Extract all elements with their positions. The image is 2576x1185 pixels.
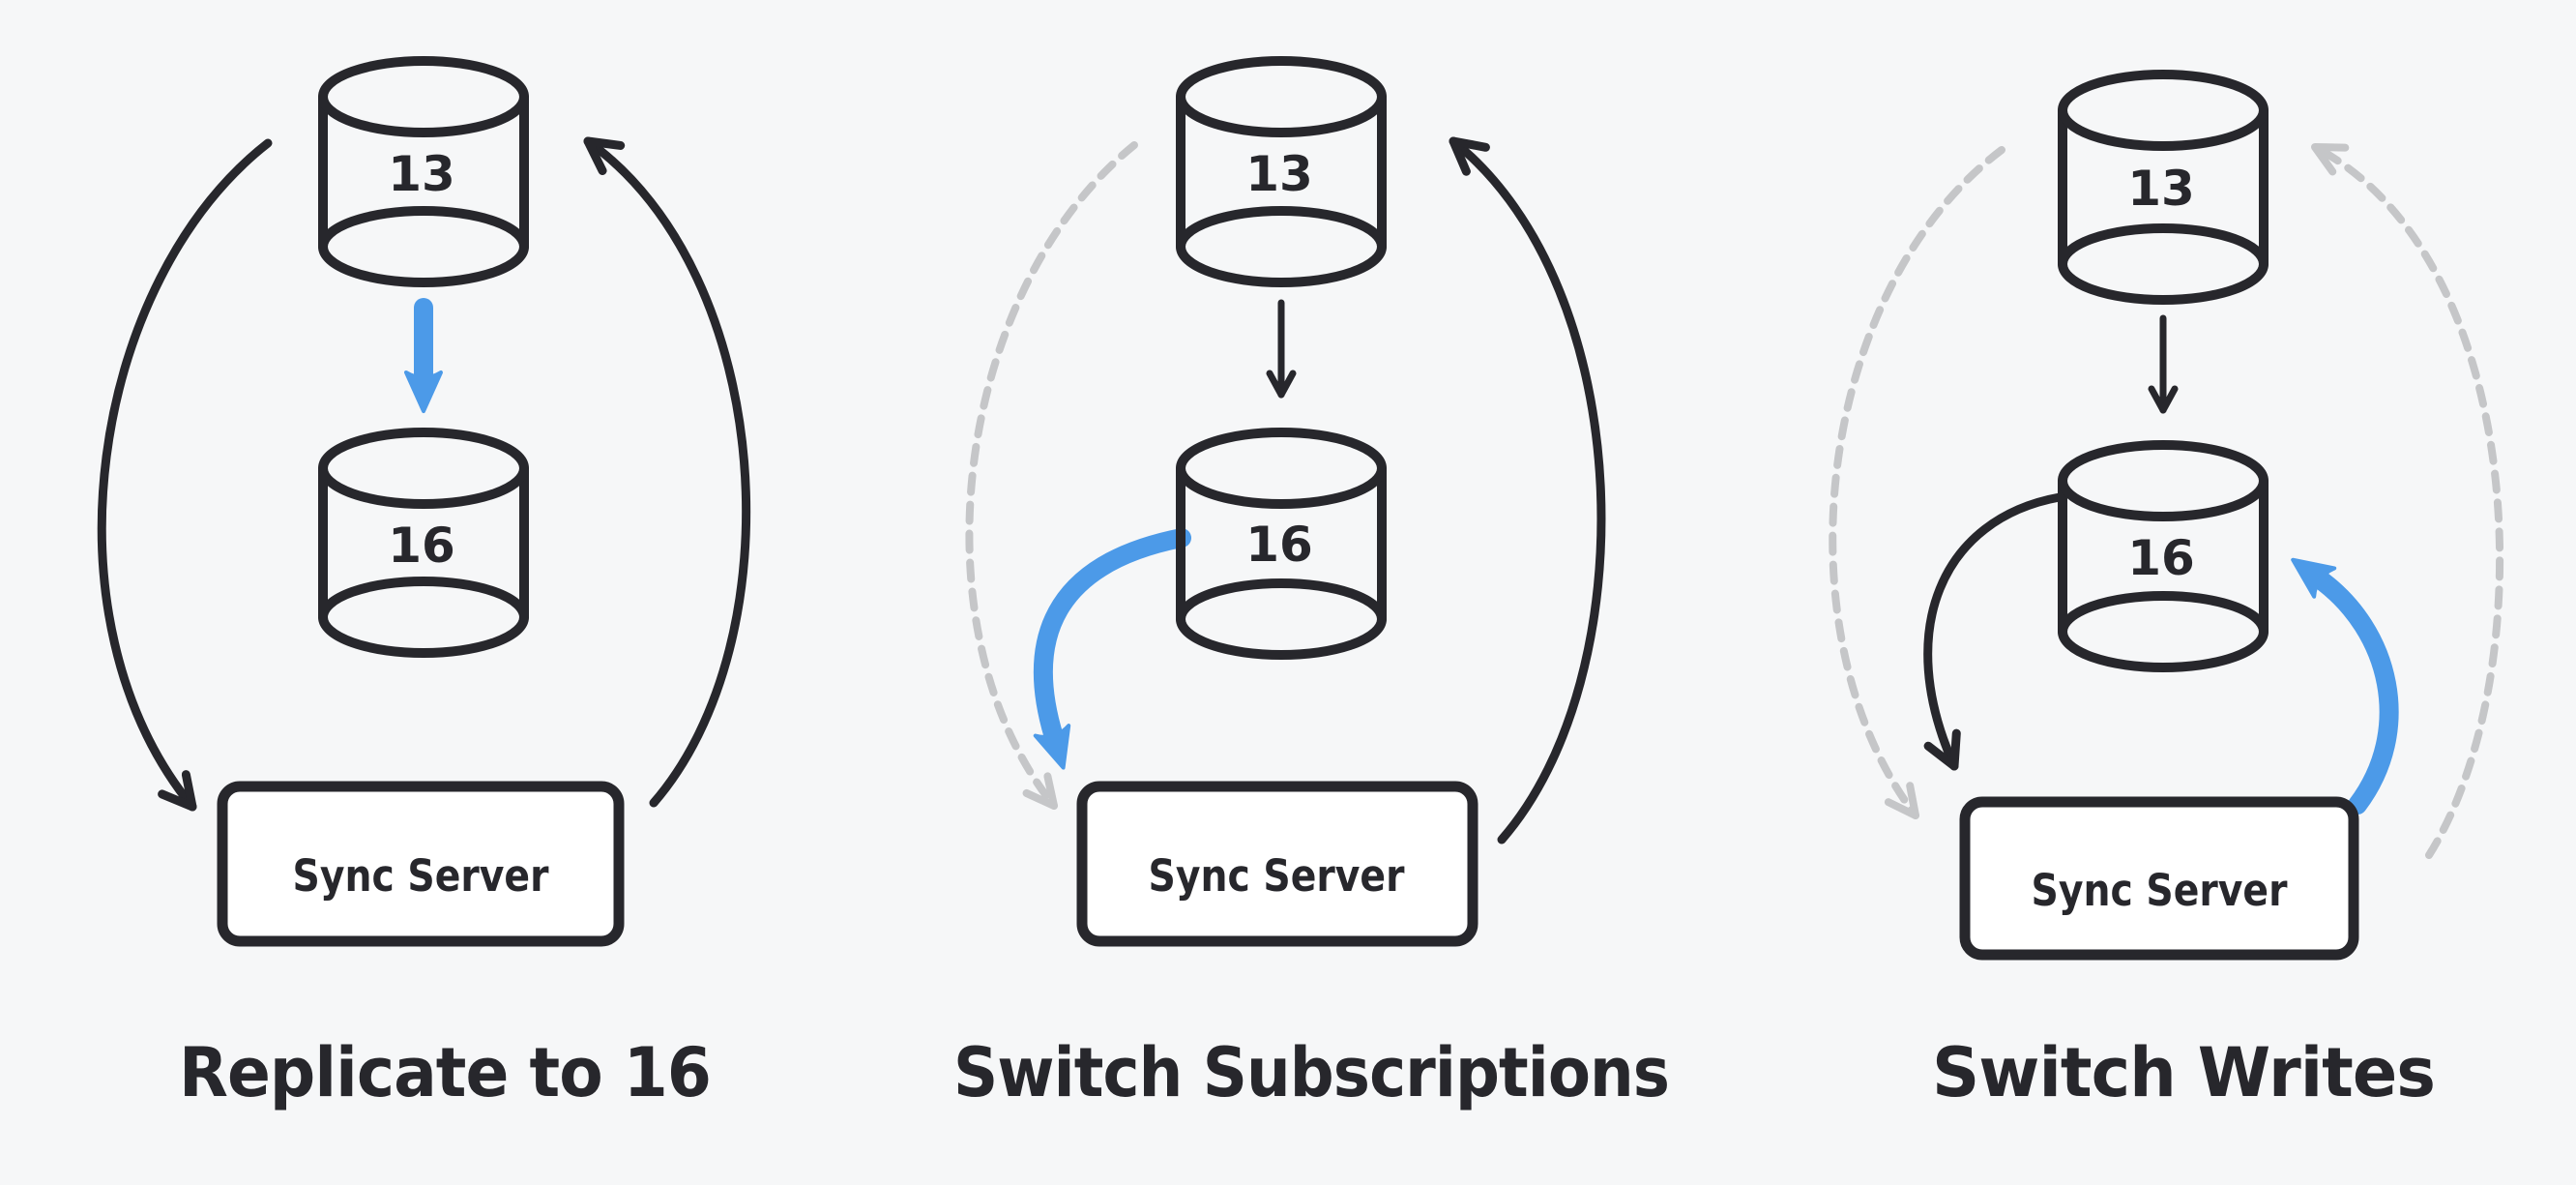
arrow-sync-server-to-13	[1449, 136, 1606, 844]
database-16-cylinder: 16	[2058, 440, 2269, 672]
sync-server-label: Sync Server	[2032, 865, 2289, 916]
database-13-cylinder: 13	[1176, 56, 1387, 287]
arrow-13-to-sync-server-deprecated	[1829, 146, 2005, 819]
panel-switch-writes: 13 16 Sync Server Switch Writes	[1829, 70, 2503, 1112]
sync-server-box: Sync Server	[1076, 781, 1478, 947]
arrow-sync-server-to-13	[583, 136, 751, 808]
database-16-label: 16	[388, 518, 455, 574]
database-16-cylinder: 16	[318, 428, 529, 658]
sync-server-box: Sync Server	[1959, 796, 2359, 961]
database-13-label: 13	[1245, 146, 1313, 202]
panel-switch-subscriptions: 13 16 Sync Server Switch Subscriptions	[953, 56, 1670, 1112]
database-13-label: 13	[388, 146, 455, 202]
panel-replicate-to-16: 13 16 Sync Server Replicate to 16	[97, 56, 751, 1112]
panel-caption: Switch Writes	[1932, 1033, 2435, 1112]
sync-server-label: Sync Server	[1149, 850, 1406, 902]
panel-caption: Replicate to 16	[179, 1033, 711, 1112]
panel-caption: Switch Subscriptions	[953, 1033, 1669, 1112]
arrow-13-to-sync-server-deprecated	[965, 141, 1138, 810]
database-16-label: 16	[2127, 530, 2195, 586]
arrow-13-to-sync-server	[97, 138, 273, 812]
database-13-cylinder: 13	[318, 56, 529, 287]
database-16-label: 16	[1245, 517, 1313, 573]
arrow-sync-server-to-16-highlighted	[2291, 557, 2399, 815]
database-13-cylinder: 13	[2058, 70, 2269, 305]
sync-server-label: Sync Server	[293, 850, 550, 902]
arrow-16-to-sync-server	[1923, 492, 2064, 771]
sync-server-box: Sync Server	[217, 781, 625, 947]
database-16-cylinder: 16	[1176, 428, 1387, 660]
database-13-label: 13	[2127, 161, 2195, 217]
arrow-16-to-sync-server-highlighted	[1033, 528, 1191, 770]
arrow-sync-server-to-13-deprecated	[2311, 143, 2503, 859]
